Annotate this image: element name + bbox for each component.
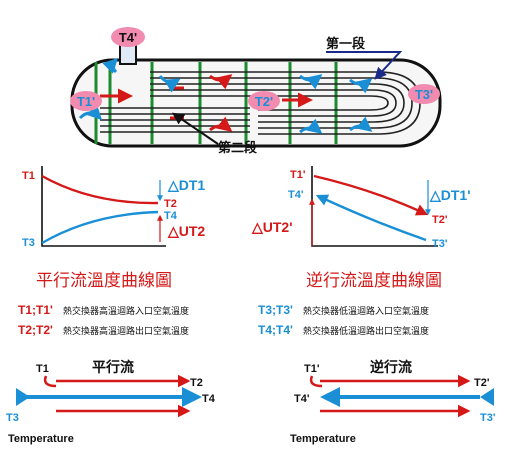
- legend-row2-key: T2;T2': [18, 323, 53, 337]
- parallel-dt-label: △DT1: [167, 177, 205, 193]
- parallel-schematic-t4: T4: [202, 393, 216, 405]
- section-second-pointer: [172, 112, 219, 145]
- counter-t3: T3': [432, 238, 448, 250]
- parallel-flow-schematic: 平行流 T1 T2 T3 T4 Temperature: [6, 359, 216, 445]
- port-t1p-bubble: [70, 91, 102, 111]
- port-t2p-label: T2': [255, 94, 273, 109]
- counter-schematic-t1: T1': [304, 363, 320, 375]
- counter-schematic-caption: Temperature: [290, 433, 356, 445]
- parallel-hot-curve: [41, 174, 159, 205]
- parallel-t1: T1: [22, 170, 35, 182]
- parallel-schematic-t3: T3: [6, 412, 19, 424]
- section-second-label: 第二段: [218, 140, 257, 156]
- parallel-t2: T2: [164, 198, 177, 210]
- counter-flow-schematic: 逆行流 T1' T2' T4' T3' Temperature: [290, 359, 496, 445]
- section-first-pointer: [326, 51, 403, 80]
- counter-flow-chart: T1' T4' T2' T3' △DT1' △UT2' 逆行流溫度曲線圖: [251, 166, 471, 291]
- counter-chart-title: 逆行流溫度曲線圖: [306, 271, 442, 291]
- port-t1p-label: T1': [77, 94, 95, 109]
- parallel-cold-curve: [41, 210, 159, 245]
- port-t3p-label: T3': [415, 87, 433, 102]
- counter-hot-inlet-curve: [309, 375, 323, 388]
- section-first-label: 第一段: [326, 36, 365, 52]
- counter-cold-curve: [315, 194, 427, 242]
- parallel-hot-inlet-curve: [43, 375, 57, 388]
- port-t4p-bubble: [111, 27, 145, 47]
- counter-t2: T2': [432, 214, 448, 226]
- legend-row1b-key: T3;T3': [258, 303, 293, 317]
- counter-schematic-title: 逆行流: [370, 359, 412, 376]
- port-t3p-bubble: [408, 84, 440, 104]
- parallel-ut-label: △UT2: [167, 223, 205, 239]
- legend-row1b-text: 熱交換器低溫迴路入口空氣溫度: [303, 305, 429, 317]
- parallel-schematic-t1: T1: [36, 363, 49, 375]
- legend-row1-key: T1;T1': [18, 303, 53, 317]
- port-t2p-bubble: [248, 91, 280, 111]
- legend-row1-text: 熱交換器高溫迴路入口空氣溫度: [63, 305, 189, 317]
- cold-flow-arrows: [78, 57, 373, 134]
- parallel-schematic-caption: Temperature: [8, 433, 74, 445]
- counter-cold-inlet-cone: [480, 388, 494, 406]
- parallel-schematic-title: 平行流: [92, 359, 134, 376]
- counter-schematic-t3: T3': [480, 412, 496, 424]
- baffles: [94, 62, 338, 144]
- parallel-cold-inlet-cone: [16, 388, 30, 406]
- counter-t1: T1': [290, 169, 306, 181]
- counter-hot-curve: [313, 174, 429, 216]
- counter-ut-label: △UT2': [251, 219, 293, 235]
- port-t4p-label: T4': [119, 30, 137, 45]
- legend: T1;T1' 熱交換器高溫迴路入口空氣溫度 T3;T3' 熱交換器低溫迴路入口空…: [18, 303, 429, 337]
- counter-chart-axes: [311, 166, 438, 247]
- legend-row2-text: 熱交換器高溫迴路出口空氣溫度: [63, 325, 189, 337]
- parallel-flow-chart: T1 T3 T2 T4 △DT1 △UT2 平行流溫度曲線圖: [22, 166, 205, 291]
- parallel-chart-axes: [41, 166, 166, 247]
- exchanger-illustration: T4' T1' T2' T3' 第一段 第二段: [70, 27, 442, 156]
- legend-row2b-key: T4;T4': [258, 323, 293, 337]
- counter-schematic-t2: T2': [474, 377, 490, 389]
- parallel-t3: T3: [22, 237, 35, 249]
- counter-schematic-t4: T4': [294, 393, 310, 405]
- parallel-schematic-t2: T2: [190, 377, 203, 389]
- counter-t4: T4': [288, 189, 304, 201]
- parallel-chart-title: 平行流溫度曲線圖: [36, 271, 172, 291]
- legend-row2b-text: 熱交換器低溫迴路出口空氣溫度: [303, 325, 429, 337]
- counter-dt-label: △DT1': [429, 187, 471, 203]
- parallel-t4: T4: [164, 210, 178, 222]
